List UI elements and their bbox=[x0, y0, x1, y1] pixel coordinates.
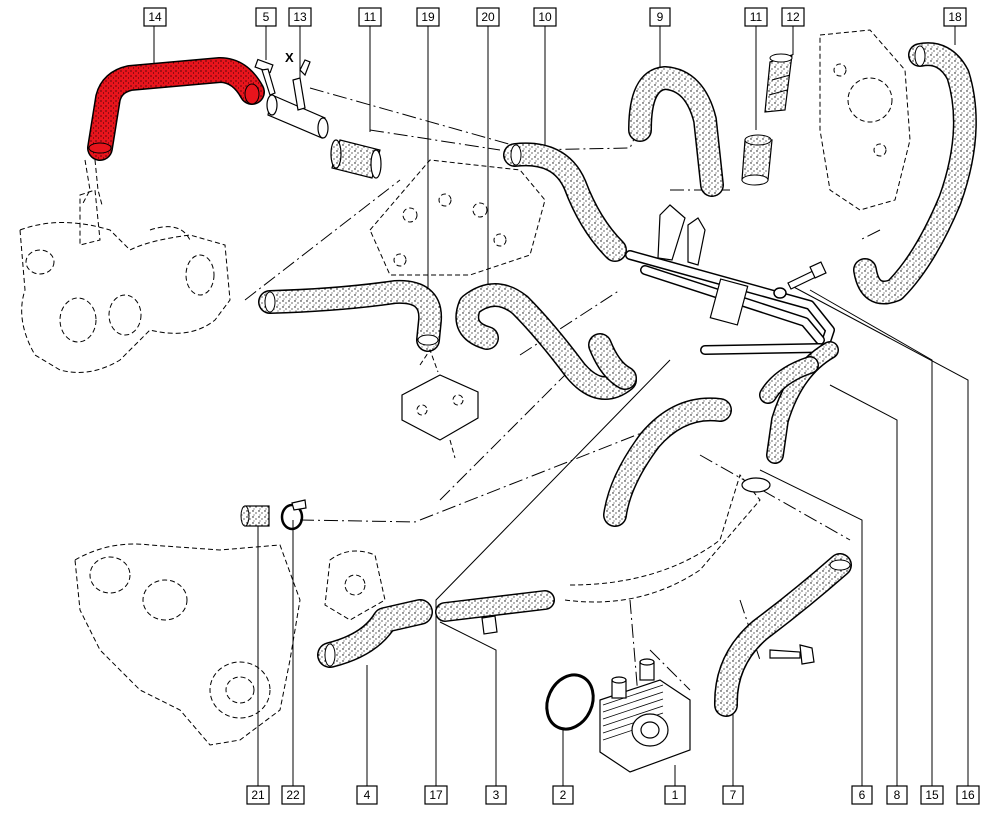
svg-text:13: 13 bbox=[293, 10, 307, 24]
engine-block-left-outline bbox=[19, 189, 231, 373]
leader-lines bbox=[153, 22, 969, 786]
svg-text:17: 17 bbox=[429, 788, 443, 802]
engine-block-lower-outline bbox=[74, 543, 386, 746]
svg-text:19: 19 bbox=[421, 10, 435, 24]
svg-text:20: 20 bbox=[481, 10, 495, 24]
hose-part-4 bbox=[317, 599, 433, 668]
svg-text:5: 5 bbox=[263, 10, 270, 24]
svg-text:10: 10 bbox=[538, 10, 552, 24]
svg-text:8: 8 bbox=[894, 788, 901, 802]
svg-text:22: 22 bbox=[286, 788, 300, 802]
t-fitting-part-13 bbox=[266, 59, 329, 139]
svg-text:18: 18 bbox=[948, 10, 962, 24]
svg-text:21: 21 bbox=[251, 788, 265, 802]
callout-10: 10 bbox=[533, 7, 557, 27]
callout-15: 15 bbox=[920, 785, 944, 805]
svg-text:16: 16 bbox=[961, 788, 975, 802]
hose-part-19 bbox=[258, 279, 443, 352]
callout-8: 8 bbox=[886, 785, 908, 805]
callout-13: 13 bbox=[288, 7, 312, 27]
pipe-14-connector bbox=[81, 159, 103, 206]
callout-4: 4 bbox=[356, 785, 378, 805]
svg-text:3: 3 bbox=[493, 788, 500, 802]
hose-part-10 bbox=[503, 142, 627, 262]
washer-part-15 bbox=[773, 287, 787, 299]
svg-text:4: 4 bbox=[364, 788, 371, 802]
callout-7: 7 bbox=[722, 785, 744, 805]
svg-text:9: 9 bbox=[657, 10, 664, 24]
svg-text:11: 11 bbox=[750, 10, 763, 24]
callout-14: 14 bbox=[143, 7, 167, 27]
callout-1: 1 bbox=[664, 785, 686, 805]
callout-16: 16 bbox=[956, 785, 980, 805]
mounting-block-outline bbox=[401, 348, 479, 459]
hose-part-7 bbox=[714, 553, 852, 717]
filter-part-12 bbox=[764, 53, 793, 113]
marker-x-label: X bbox=[285, 50, 294, 65]
callout-22: 22 bbox=[281, 785, 305, 805]
hose-part-8 bbox=[766, 341, 839, 464]
bolt-lower-right bbox=[769, 644, 815, 665]
callout-11-upper: 11 bbox=[358, 7, 382, 27]
svg-text:15: 15 bbox=[925, 788, 939, 802]
sleeve-part-21 bbox=[240, 505, 270, 527]
sleeve-part-11-upper bbox=[330, 139, 382, 179]
callout-20: 20 bbox=[476, 7, 500, 27]
bolt-part-5 bbox=[254, 58, 276, 96]
o-ring-part-2 bbox=[545, 673, 595, 731]
hose-part-18 bbox=[853, 42, 977, 305]
callout-11-right: 11 bbox=[744, 7, 768, 27]
callout-21: 21 bbox=[246, 785, 270, 805]
cylinder-head-outline bbox=[369, 159, 546, 276]
callout-2: 2 bbox=[552, 785, 574, 805]
oil-cooler-part-1 bbox=[599, 658, 691, 773]
svg-text:1: 1 bbox=[672, 788, 679, 802]
union-part-3 bbox=[435, 590, 555, 635]
svg-text:11: 11 bbox=[364, 10, 377, 24]
hose-part-14-highlighted bbox=[87, 57, 265, 161]
callout-6: 6 bbox=[851, 785, 873, 805]
hose-part-20 bbox=[455, 283, 637, 400]
svg-text:7: 7 bbox=[730, 788, 737, 802]
sleeve-part-11-right bbox=[741, 134, 773, 186]
callout-9: 9 bbox=[649, 7, 671, 27]
callout-18: 18 bbox=[943, 7, 967, 27]
callout-5: 5 bbox=[255, 7, 277, 27]
callout-17: 17 bbox=[424, 785, 448, 805]
thermostat-housing-outline bbox=[819, 29, 911, 211]
hose-part-9 bbox=[628, 66, 724, 197]
callout-3: 3 bbox=[485, 785, 507, 805]
coolant-manifold bbox=[625, 204, 835, 355]
svg-text:6: 6 bbox=[859, 788, 866, 802]
svg-text:2: 2 bbox=[560, 788, 567, 802]
callouts: 14 5 13 11 19 20 10 9 11 12 18 21 22 4 1… bbox=[143, 7, 980, 805]
svg-text:14: 14 bbox=[148, 10, 162, 24]
clamp-part-22 bbox=[280, 499, 307, 531]
callout-12: 12 bbox=[781, 7, 805, 27]
callout-19: 19 bbox=[416, 7, 440, 27]
svg-text:12: 12 bbox=[786, 10, 800, 24]
hose-part-6 bbox=[759, 356, 819, 404]
bolt-part-16 bbox=[787, 261, 827, 290]
hose-lower-main bbox=[564, 397, 771, 603]
